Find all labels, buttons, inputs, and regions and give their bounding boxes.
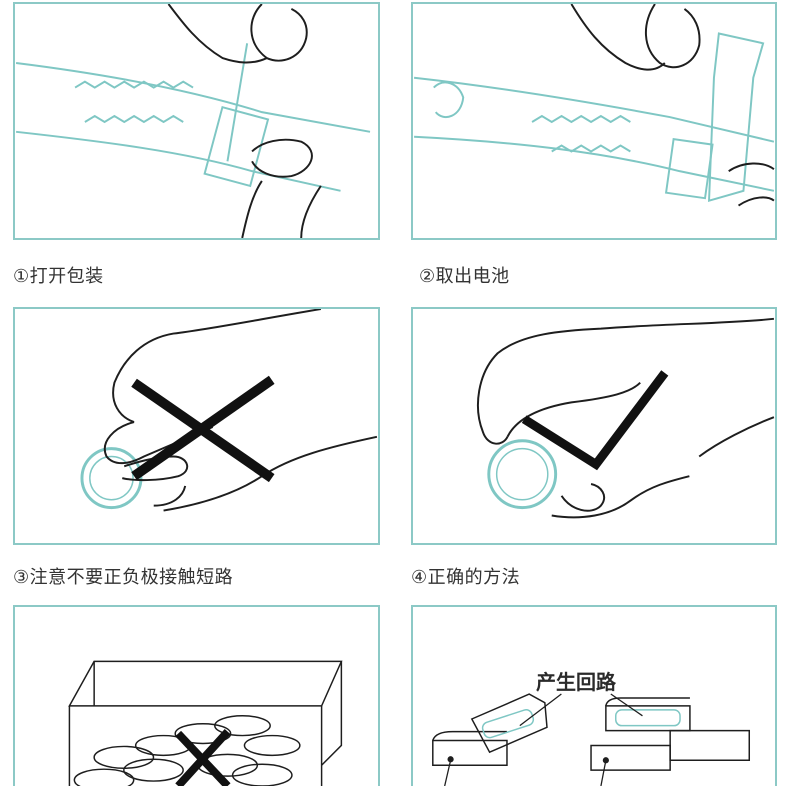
cross-mark-icon <box>178 732 227 786</box>
take-out-battery-drawing <box>413 4 775 238</box>
step-4-caption: ④正确的方法 <box>411 563 520 589</box>
open-package-drawing <box>15 4 378 238</box>
step-4-illustration <box>411 307 777 545</box>
step-2-caption: ②取出电池 <box>419 262 510 288</box>
step-6-illustration: 产生回路 <box>411 605 777 786</box>
step-3-illustration <box>13 307 380 545</box>
battery-cell-icon <box>489 441 556 508</box>
correct-method-drawing <box>413 309 775 543</box>
battery-cell-icon <box>82 449 141 508</box>
step-1-caption: ①打开包装 <box>13 262 104 288</box>
step-2-illustration <box>411 2 777 240</box>
cross-mark-icon <box>134 380 272 478</box>
battery-pile-in-box-drawing <box>15 607 378 786</box>
wrong-method-drawing <box>15 309 378 543</box>
step-3-caption: ③注意不要正负极接触短路 <box>13 563 233 589</box>
step-1-illustration <box>13 2 380 240</box>
step-5-illustration <box>13 605 380 786</box>
short-circuit-drawing <box>413 607 775 786</box>
